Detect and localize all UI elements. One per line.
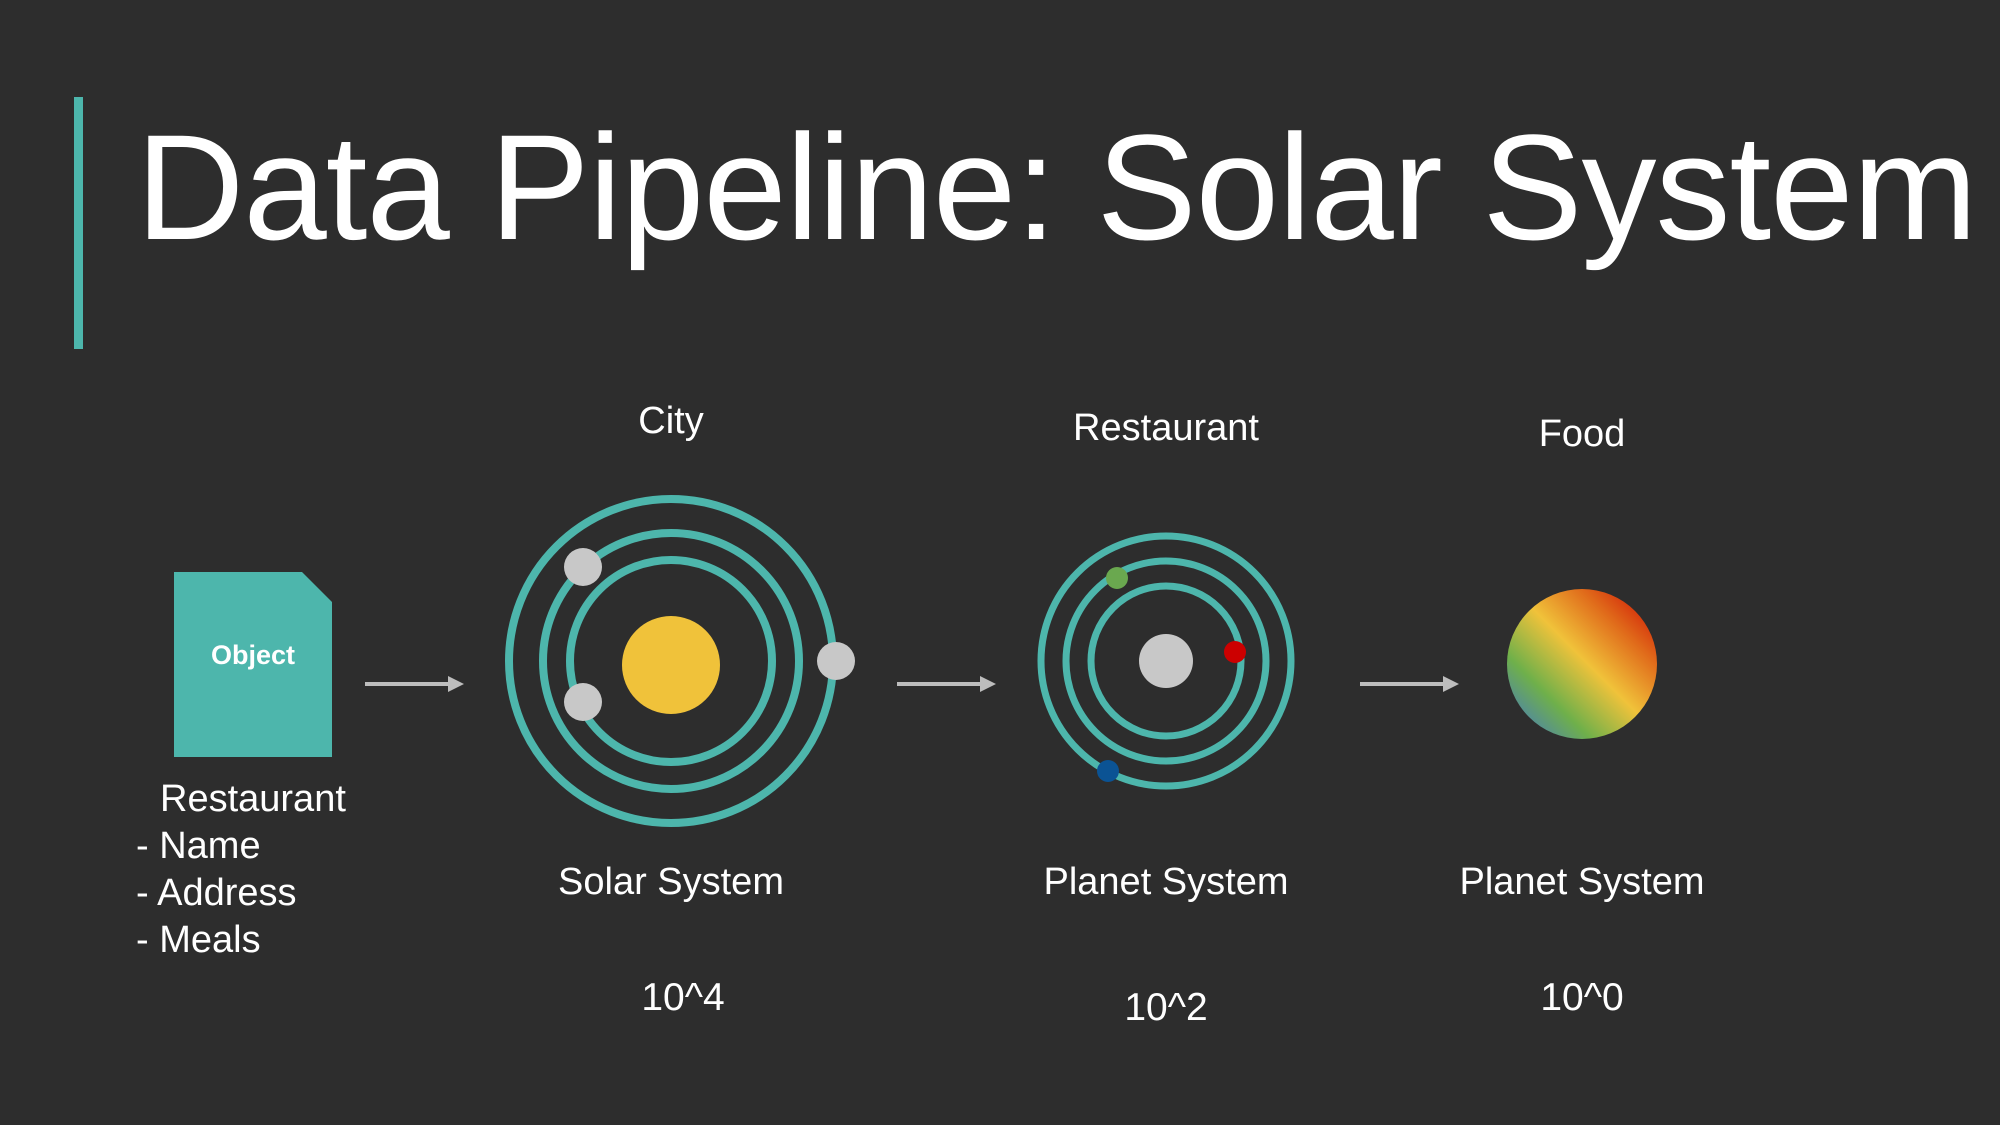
- solar-system-icon: [505, 495, 855, 827]
- arrow-2: [897, 676, 996, 692]
- stage-2-bottom-label: Planet System: [1043, 861, 1289, 903]
- object-caption-title: Restaurant: [160, 778, 346, 820]
- food-planet-icon: [1507, 589, 1657, 739]
- moon-green: [1106, 567, 1128, 589]
- stage-1-scale: 10^4: [641, 976, 725, 1019]
- stage-3-top-label: Food: [1538, 413, 1626, 455]
- slide-title: Data Pipeline: Solar System: [136, 103, 1978, 271]
- arrow-3: [1360, 676, 1459, 692]
- stage-2-top-label: Restaurant: [1073, 407, 1259, 449]
- stage-3-scale: 10^0: [1540, 976, 1624, 1019]
- moon-red: [1224, 641, 1246, 663]
- arrow-1: [365, 676, 464, 692]
- object-field-meals: - Meals: [136, 919, 261, 961]
- moon-blue: [1097, 760, 1119, 782]
- object-field-address: - Address: [136, 872, 297, 914]
- sun: [622, 616, 720, 714]
- planet: [817, 642, 855, 680]
- object-field-name: - Name: [136, 825, 261, 867]
- document-icon: [174, 572, 332, 757]
- planet-system-icon: [1037, 532, 1295, 790]
- planet-core: [1139, 634, 1193, 688]
- stage-1-top-label: City: [638, 400, 704, 442]
- object-caption: Restaurant - Name - Address - Meals: [136, 776, 346, 964]
- title-accent-bar: [74, 97, 83, 349]
- object-card: Object: [174, 572, 332, 757]
- stage-3-bottom-label: Planet System: [1459, 861, 1705, 903]
- stage-1-bottom-label: Solar System: [558, 861, 784, 903]
- stage-2-scale: 10^2: [1124, 986, 1208, 1029]
- object-card-label: Object: [210, 640, 296, 670]
- planet: [564, 683, 602, 721]
- planet: [564, 548, 602, 586]
